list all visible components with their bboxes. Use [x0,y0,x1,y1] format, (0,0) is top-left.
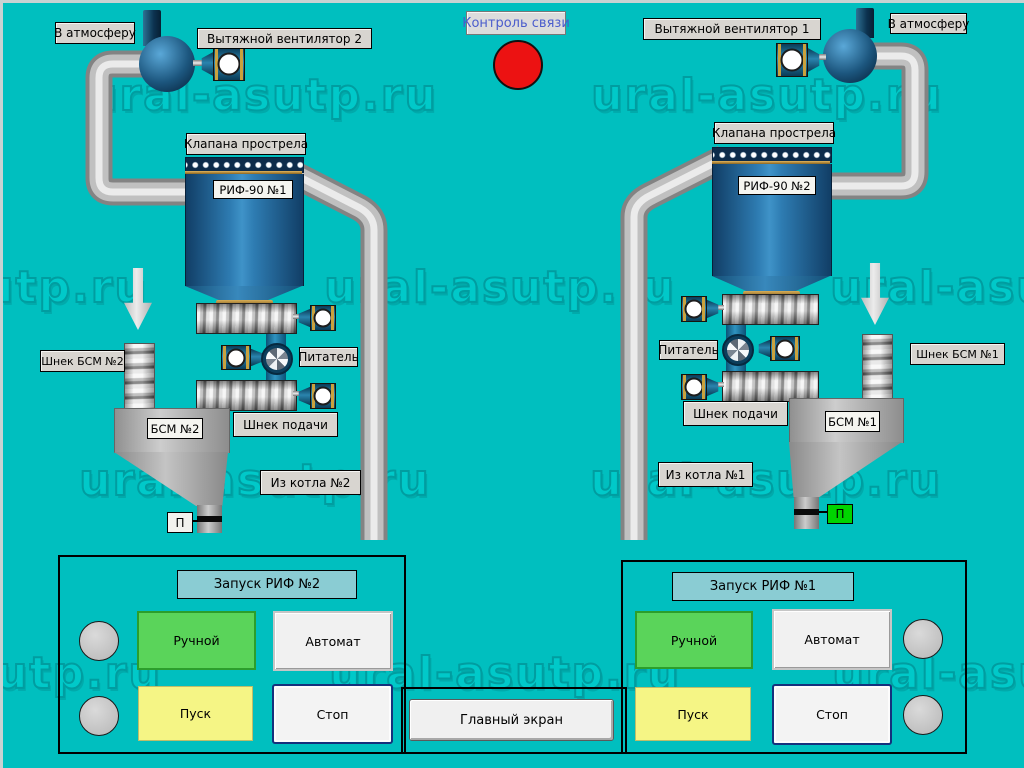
bsm-screw-label-right: Шнек БСМ №1 [910,343,1005,365]
panel-lamp [903,695,943,735]
auto-button-rif2[interactable]: Автомат [273,611,393,671]
p-indicator-left: П [167,512,193,533]
watermark: ural-asutp.ru [0,647,162,700]
start-panel-rif1 [621,560,967,754]
vessel-collar-right [712,161,830,164]
manual-button-rif2[interactable]: Ручной [137,611,256,670]
screw-shaft [717,305,724,310]
screw-shaft [717,382,724,387]
vessel-collar-left [185,171,302,174]
p-indicator-right: П [827,504,853,524]
motor-body-icon [310,305,336,331]
panel-lamp [79,696,119,736]
motor-body-icon [770,336,800,361]
to-atmosphere-label-right: В атмосферу [888,13,969,34]
spout-valve-left [197,516,222,522]
rotary-feeder-left [261,343,293,375]
manual-button-rif1[interactable]: Ручной [635,611,753,669]
motor-cone-icon [707,299,719,319]
exhaust-fan-2 [139,36,195,92]
motor-body-icon [776,43,808,77]
motor-cone-icon [298,386,310,406]
start-panel-rif2 [58,555,406,754]
watermark: ural-asutp.ru [829,261,1024,314]
bsm-screw-right [862,334,893,402]
window-edge-top [0,0,1024,3]
blast-valves-row-left [185,157,304,173]
feed-screw-left [196,380,297,411]
exhaust-fan-1-label: Вытяжной вентилятор 1 [643,18,821,40]
vessel-tag-left: РИФ-90 №1 [213,180,293,199]
from-boiler-label-left: Из котла №2 [260,470,361,495]
start-panel-rif2-title: Запуск РИФ №2 [177,570,357,599]
motor-cone-icon [808,48,820,72]
bsm-screw-label-left: Шнек БСМ №2 [40,350,125,372]
feed-screw-motor-right [681,374,719,400]
start-button-rif1[interactable]: Пуск [635,687,751,741]
watermark: ural-asutp.ru [590,69,943,122]
p-connector-left [190,520,198,522]
motor-cone-icon [758,339,770,358]
motor-body-icon [681,296,707,322]
stop-button-rif1[interactable]: Стоп [772,684,892,745]
motor-cone-icon [251,348,263,367]
panel-lamp [79,621,119,661]
discharge-screw-right [722,294,819,325]
fan-shaft-left [193,60,202,66]
bsm-screw-left [124,343,155,411]
hopper-tag-right: БСМ №1 [825,411,880,432]
vessel-tag-right: РИФ-90 №2 [738,176,816,195]
feed-screw-motor-left [298,383,336,409]
stop-button-rif2[interactable]: Стоп [272,684,393,744]
screw-shaft [293,391,300,396]
main-screen-button[interactable]: Главный экран [409,699,614,741]
panel-lamp [903,619,943,659]
motor-cone-icon [298,308,310,328]
feeder-motor-right [758,336,800,361]
blast-valves-label-right: Клапана прострела [712,122,836,144]
from-boiler-label-right: Из котла №1 [658,462,753,487]
screw-shaft [293,314,300,319]
p-connector-right [819,511,828,513]
feeder-blades-icon [727,339,749,361]
discharge-screw-motor-right [681,296,719,322]
motor-body-icon [681,374,707,400]
fan-motor-left [201,47,245,81]
fan-motor-right [776,43,820,77]
feeder-label-left: Питатель [298,347,359,367]
comm-control-label: Контроль связи [462,11,570,35]
exhaust-fan-1 [823,29,877,83]
comm-status-lamp [493,40,543,90]
feed-screw-label-right: Шнек подачи [683,401,788,426]
feeder-motor-left [221,345,263,370]
hopper-tag-left: БСМ №2 [147,418,203,439]
motor-cone-icon [201,52,213,76]
fan-shaft-right [818,54,826,60]
discharge-screw-motor-left [298,305,336,331]
auto-button-rif1[interactable]: Автомат [772,609,892,670]
motor-body-icon [213,47,245,81]
motor-cone-icon [707,377,719,397]
watermark: ural-asutp.ru [589,454,942,507]
motor-body-icon [310,383,336,409]
window-edge-left [0,0,3,768]
feed-screw-label-left: Шнек подачи [233,412,338,437]
exhaust-fan-2-label: Вытяжной вентилятор 2 [197,28,372,49]
start-panel-rif1-title: Запуск РИФ №1 [672,572,854,601]
rotary-feeder-right [722,334,754,366]
watermark: ural-asutp.ru [0,261,148,314]
feeder-blades-icon [266,348,288,370]
main-screen-box [401,687,627,754]
spout-valve-right [794,509,819,515]
motor-body-icon [221,345,251,370]
blast-valves-label-left: Клапана прострела [184,133,308,155]
vessel-cone-left [185,286,302,300]
feeder-label-right: Питатель [658,340,719,360]
vessel-cone-right [712,276,830,291]
start-button-rif2[interactable]: Пуск [138,686,253,741]
to-atmosphere-label-left: В атмосферу [54,22,136,44]
discharge-screw-left [196,303,297,334]
